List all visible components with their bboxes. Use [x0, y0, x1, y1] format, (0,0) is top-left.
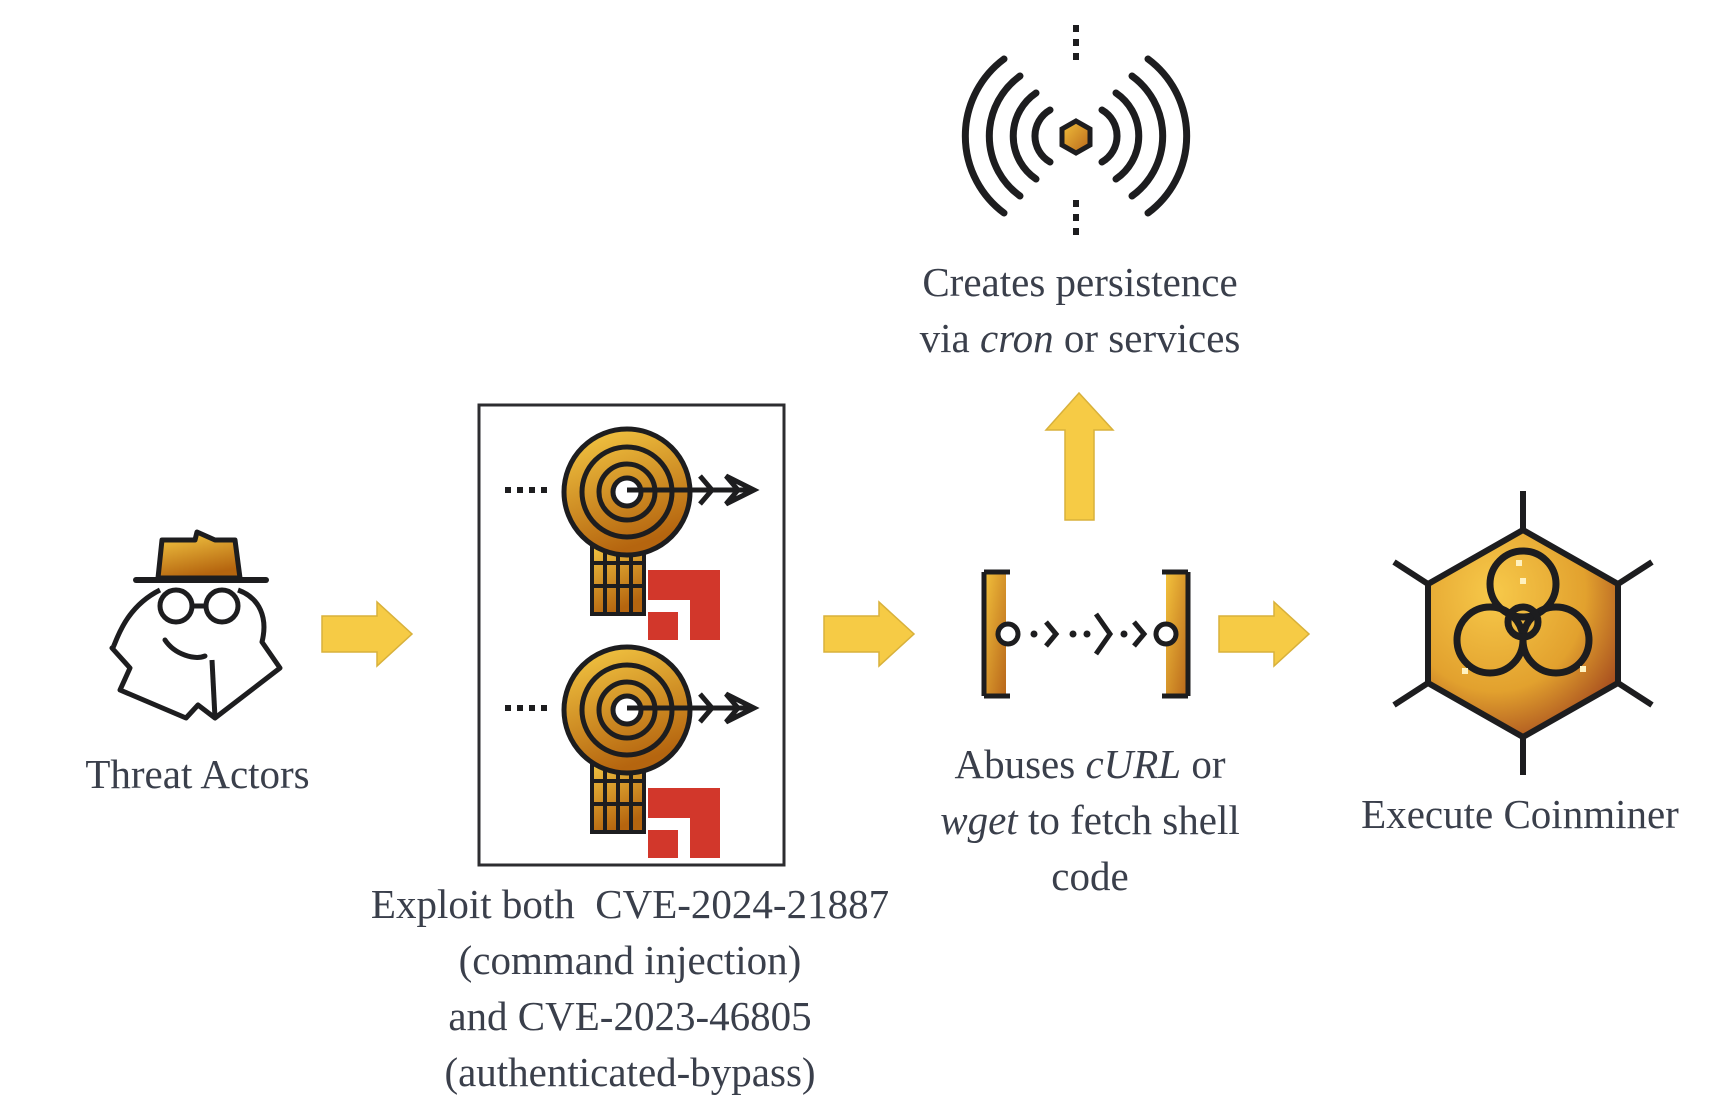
signal-icon: [961, 25, 1191, 240]
exploit-label-line: (command injection): [458, 937, 802, 983]
exploit-label-line: (authenticated-bypass): [444, 1049, 816, 1095]
transfer-icon: [981, 569, 1191, 699]
persistence-label: Creates persistence via cron or services: [880, 254, 1280, 366]
fetch-label: Abuses cURL or wget to fetch shell code: [880, 736, 1300, 904]
persistence-label-line-1: Creates persistence: [922, 259, 1238, 305]
exploit-label-line: Exploit both CVE-2024-21887: [370, 881, 890, 927]
threat-actors-label: Threat Actors: [85, 751, 310, 797]
flow-arrow-up: [1044, 391, 1115, 521]
persistence-label-line-2: via cron or services: [919, 315, 1241, 361]
fetch-label-line-2: wget to fetch shell: [940, 797, 1240, 843]
flow-arrow-3: [1218, 601, 1310, 667]
fetch-label-line-1: Abuses cURL or: [954, 741, 1226, 787]
biohazard-icon: [1392, 491, 1654, 775]
exploit-label-line: and CVE-2023-46805: [448, 993, 812, 1039]
exploit-label: Exploit both CVE-2024-21887 (command inj…: [300, 876, 960, 1100]
coinminer-label: Execute Coinminer: [1361, 791, 1679, 837]
spy-icon: [109, 529, 283, 721]
flow-arrow-2: [823, 601, 915, 667]
flow-arrow-1: [321, 601, 413, 667]
fetch-label-line-3: code: [1051, 853, 1129, 899]
